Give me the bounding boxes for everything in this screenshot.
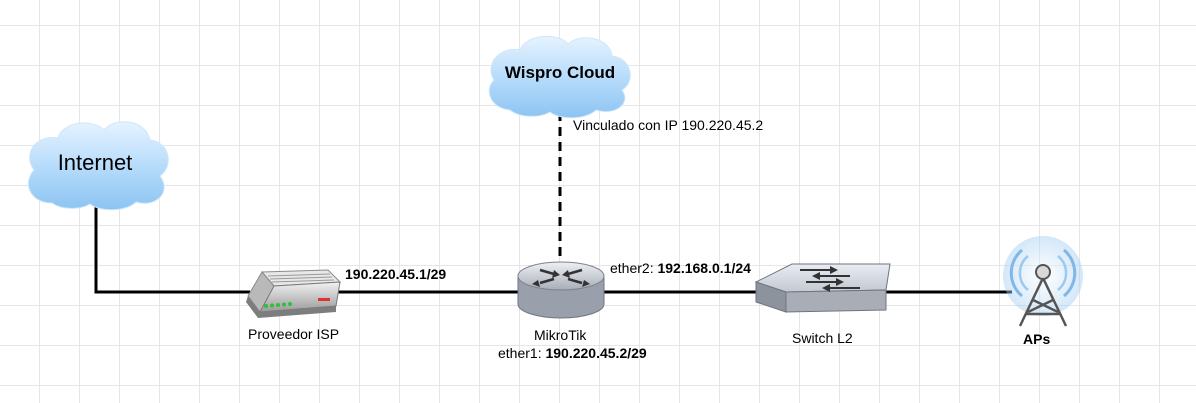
- ether2-prefix: ether2:: [610, 260, 658, 276]
- isp-modem-icon: [246, 269, 342, 318]
- isp-ip-label: 190.220.45.1/29: [345, 266, 447, 282]
- ether2-label: ether2: 192.168.0.1/24: [610, 260, 751, 276]
- switch-label: Switch L2: [792, 330, 853, 346]
- connections: [94, 112, 1012, 294]
- aps-label: APs: [1023, 331, 1051, 347]
- ether2-ip: 192.168.0.1/24: [657, 260, 751, 276]
- mikrotik-router-icon: [517, 261, 605, 319]
- wispro-cloud-icon: [488, 35, 631, 119]
- ether1-prefix: ether1:: [498, 345, 546, 361]
- internet-label: Internet: [57, 150, 133, 175]
- isp-label: Proveedor ISP: [248, 326, 340, 342]
- switch-icon: [754, 263, 891, 313]
- ether1-ip: 190.220.45.2/29: [545, 345, 647, 361]
- ap-tower-icon: [1003, 236, 1083, 327]
- internet-cloud-icon: [28, 121, 169, 211]
- ether1-label: ether1: 190.220.45.2/29: [498, 345, 647, 361]
- internet-isp-link: [94, 204, 250, 294]
- cloud-link-label: Vinculado con IP 190.220.45.2: [573, 117, 764, 133]
- mikrotik-label: MikroTik: [534, 327, 587, 343]
- wispro-cloud-label: Wispro Cloud: [504, 63, 616, 82]
